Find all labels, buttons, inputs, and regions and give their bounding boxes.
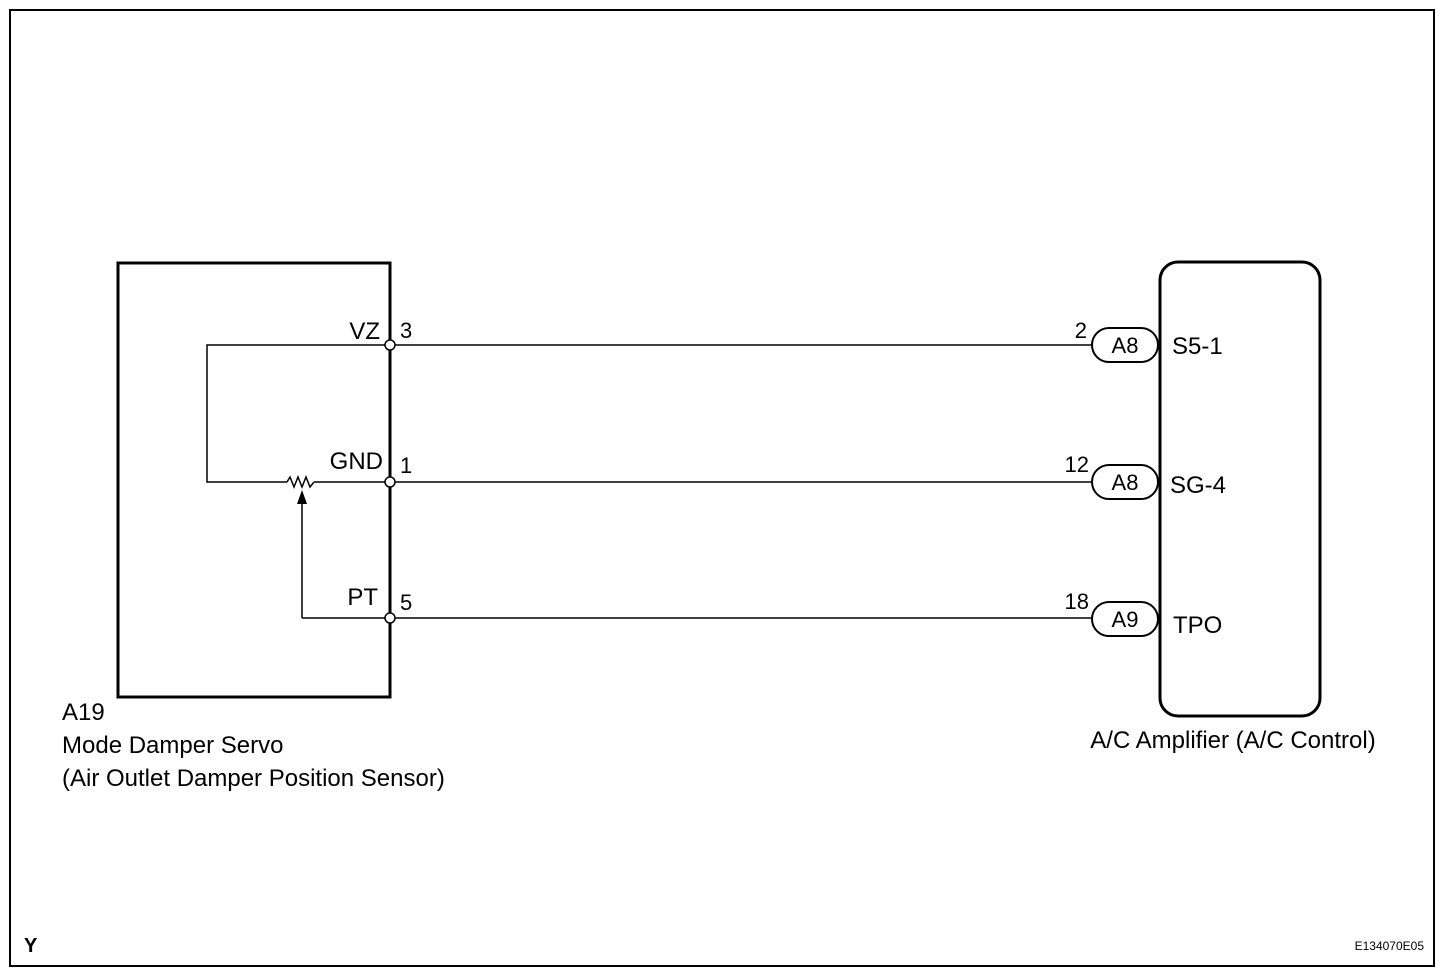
amp-signal-s5-1: S5-1 [1172, 333, 1223, 360]
potentiometer-icon [286, 474, 315, 490]
servo-connector-label: A19 [62, 699, 105, 726]
connector-pill-a8-mid [1091, 464, 1159, 500]
amp-pin-12: 12 [1065, 452, 1089, 477]
amp-signal-tpo: TPO [1173, 612, 1222, 639]
servo-signal-gnd: GND [330, 448, 383, 475]
servo-pin-5: 5 [400, 590, 412, 615]
wiper-arrow-icon [297, 490, 307, 504]
servo-signal-vz: VZ [349, 318, 380, 345]
terminal-circle-1 [384, 476, 396, 488]
connector-a9: A9 [1112, 607, 1139, 632]
servo-pin-3: 3 [400, 318, 412, 343]
amp-pin-18: 18 [1065, 589, 1089, 614]
connector-a8-mid: A8 [1112, 470, 1139, 495]
figure-code: E134070E05 [1355, 939, 1425, 953]
amp-pin-2: 2 [1075, 318, 1087, 343]
servo-signal-pt: PT [347, 584, 378, 611]
amp-signal-sg-4: SG-4 [1170, 472, 1226, 499]
connector-a8-top: A8 [1112, 333, 1139, 358]
terminal-circle-3 [384, 339, 396, 351]
footer-left-mark: Y [24, 935, 38, 957]
amplifier-name: A/C Amplifier (A/C Control) [1090, 727, 1375, 754]
connector-pill-a9 [1091, 601, 1159, 637]
servo-subtitle: (Air Outlet Damper Position Sensor) [62, 765, 445, 792]
servo-pin-1: 1 [400, 453, 412, 478]
servo-name: Mode Damper Servo [62, 732, 283, 759]
servo-internal-vz-path [206, 344, 390, 483]
terminal-circle-5 [384, 612, 396, 624]
diagram-frame [9, 9, 1435, 967]
connector-pill-a8-top [1091, 327, 1159, 363]
amplifier-box [1158, 260, 1322, 718]
